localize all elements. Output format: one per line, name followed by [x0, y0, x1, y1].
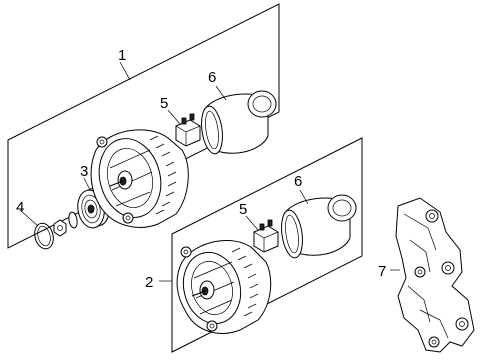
alternator-panel-lower: [171, 137, 363, 353]
cover-part-lower: [281, 189, 357, 259]
regulator-part-upper: [167, 109, 201, 147]
alternator-part-upper: [90, 129, 189, 228]
callout-1: 1: [118, 47, 126, 64]
callout-3: 3: [80, 163, 88, 180]
callout-6-upper: 6: [208, 69, 216, 86]
bracket-part: [390, 197, 475, 353]
callout-6-lower: 6: [294, 173, 302, 190]
callout-4: 4: [16, 199, 24, 216]
callout-5-upper: 5: [160, 95, 168, 112]
callout-2: 2: [145, 274, 153, 291]
snap-ring-part: [19, 209, 54, 250]
assembly-panel-upper: [7, 3, 280, 249]
regulator-part-lower: [245, 215, 279, 253]
callout-7: 7: [378, 263, 386, 280]
cover-part-upper: [201, 85, 277, 155]
alternator-part-lower: [176, 240, 272, 334]
callout-5-lower: 5: [239, 201, 247, 218]
nut-washer-part: [53, 211, 78, 237]
